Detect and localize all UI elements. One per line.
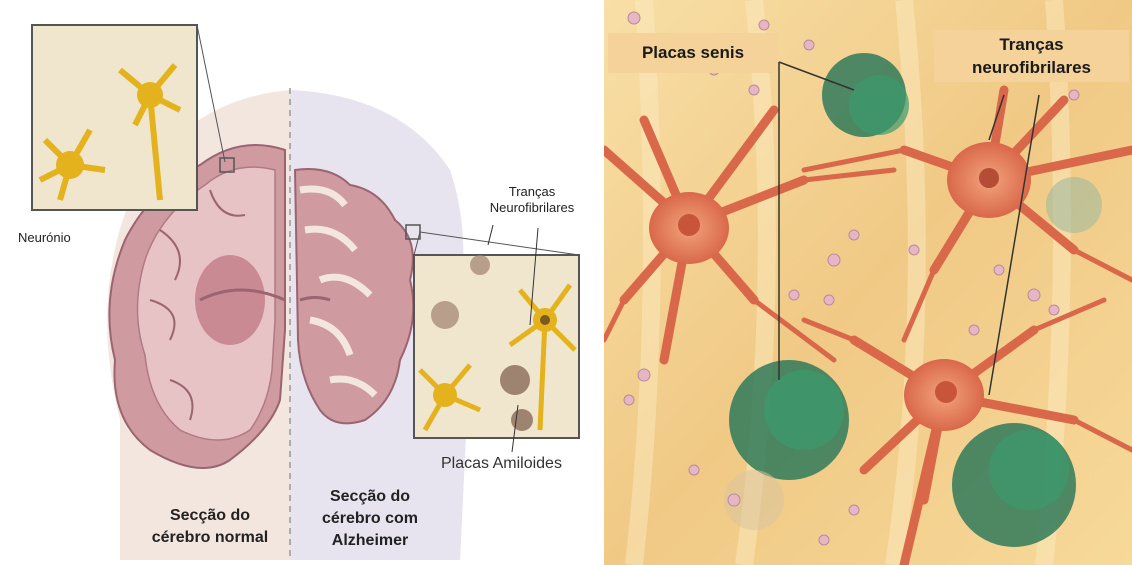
- neurons-closeup-drawing: [604, 0, 1132, 565]
- tangles-label-line2: Neurofibrilares: [487, 200, 577, 216]
- inset-alzheimer-neurons: [406, 225, 579, 452]
- tangles-label-line2-right: neurofibrilares: [934, 56, 1129, 79]
- alzheimer-caption-line2: cérebro com: [310, 508, 430, 530]
- brain-section-illustration: Neurónio Tranças Neurofibrilares Placas …: [0, 0, 595, 565]
- normal-caption-line2: cérebro normal: [140, 527, 280, 549]
- tangles-label-line1-right: Tranças: [934, 33, 1129, 56]
- alzheimer-caption-line3: Alzheimer: [310, 530, 430, 552]
- normal-caption-line1: Secção do: [140, 505, 280, 527]
- tangles-label-line1: Tranças: [487, 184, 577, 200]
- normal-section-caption: Secção do cérebro normal: [140, 505, 280, 549]
- neuron-label: Neurónio: [18, 230, 71, 246]
- amyloid-plaques-label: Placas Amiloides: [441, 455, 562, 473]
- neurofibrillary-tangles-label: Tranças neurofibrilares: [934, 30, 1129, 82]
- alzheimer-section-caption: Secção do cérebro com Alzheimer: [310, 486, 430, 552]
- alzheimer-caption-line1: Secção do: [310, 486, 430, 508]
- brain-section-drawing: [0, 0, 595, 565]
- senile-plaques-label: Placas senis: [608, 33, 778, 73]
- neurons-closeup-illustration: Placas senis Tranças neurofibrilares: [604, 0, 1132, 565]
- tangles-label: Tranças Neurofibrilares: [487, 184, 577, 216]
